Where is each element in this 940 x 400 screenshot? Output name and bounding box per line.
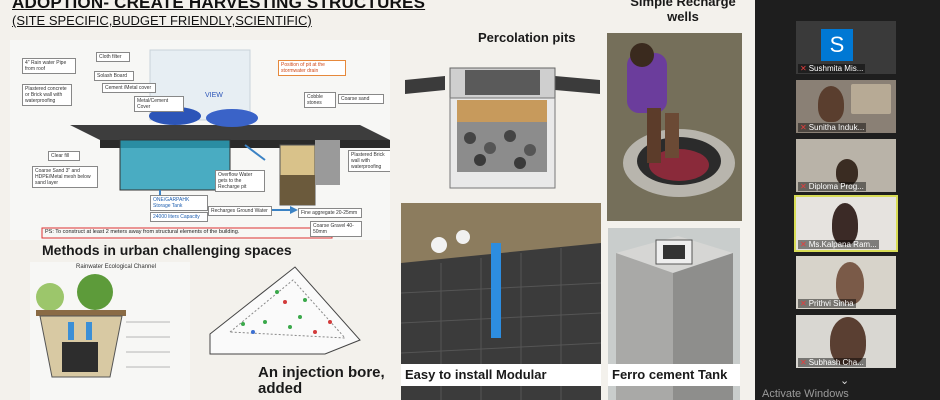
injection-bore-heading: An injection bore, added [258, 365, 385, 397]
participant-video [836, 262, 864, 304]
percolation-pits-heading: Percolation pits [478, 30, 576, 45]
participant-name: ✕Diploma Prog... [798, 182, 866, 191]
recharge-wells-line2: wells [667, 9, 699, 24]
note-pit-position: Position of pit at the stormwater drain [278, 60, 346, 76]
participant-tile-0[interactable]: S ✕Sushmita Mis... [796, 21, 896, 74]
injection-bore-line1: An injection bore, [258, 364, 385, 381]
note-clear-fill: Clear fill [48, 151, 80, 161]
presentation-slide: ADOPTION- CREATE HARVESTING STRUCTURES (… [0, 0, 755, 400]
note-fine-aggregate: Fine aggregate 20-25mm [298, 208, 362, 218]
participant-name: ✕Sushmita Mis... [798, 64, 866, 73]
muted-mic-icon: ✕ [800, 240, 807, 249]
note-coarse-sand-mesh: Coarse Sand 3" and HDPE/Metal mesh below… [32, 166, 98, 188]
participant-tile-5[interactable]: ✕Subhash Cha... [796, 315, 896, 368]
view-label: VIEW [205, 92, 223, 99]
muted-mic-icon: ✕ [800, 64, 807, 73]
note-coarse-sand: Coarse sand [338, 94, 384, 104]
recharge-wells-heading: Simple Recharge wells [617, 0, 749, 24]
muted-mic-icon: ✕ [800, 358, 807, 367]
injection-bore-line2: added [258, 380, 303, 397]
participant-name-text: Sunitha Induk... [808, 123, 865, 132]
ecological-channel-drawing [36, 274, 170, 378]
muted-mic-icon: ✕ [800, 123, 807, 132]
harvesting-diagram: VIEW PS: To construct at least 2 meters … [10, 40, 390, 240]
recharge-wells-line1: Simple Recharge [630, 0, 736, 9]
participant-video-bg [851, 84, 891, 114]
activate-windows-watermark: Activate Windows [762, 388, 849, 400]
note-solash-board: Solash Board [94, 71, 134, 81]
participant-name-text: Prithvi Sinha [808, 299, 854, 308]
note-cement-cover: Cement /Metal cover [102, 83, 156, 93]
participant-video [830, 317, 866, 365]
note-cobble-stones: Cobble stones [304, 92, 336, 108]
ps-note: PS: To construct at least 2 meters away … [45, 229, 240, 235]
ecological-channel-title: Rainwater Ecological Channel [76, 264, 157, 270]
participant-video [818, 86, 844, 122]
note-metal-cover: Metal/Cement Cover [134, 96, 184, 112]
ferro-caption-bg [608, 364, 740, 386]
chevron-down-icon[interactable]: ⌄ [840, 375, 850, 387]
participant-name: ✕Subhash Cha... [798, 358, 866, 367]
recharge-well-photo [607, 33, 742, 221]
slide-title: ADOPTION- CREATE HARVESTING STRUCTURES [12, 0, 426, 12]
participant-avatar: S [821, 29, 853, 61]
modular-heading: Easy to install Modular [405, 367, 547, 382]
slide-subtitle: (SITE SPECIFIC,BUDGET FRIENDLY,SCIENTIFI… [12, 13, 312, 28]
note-recharge-ground: Recharges Ground Water [208, 206, 272, 216]
note-storage-tank: ONE/GARPAHK Storage Tank [150, 195, 208, 211]
participant-tile-2[interactable]: ✕Diploma Prog... [796, 139, 896, 192]
participant-tile-4[interactable]: ✕Prithvi Sinha [796, 256, 896, 309]
note-overflow: Overflow Water gets to the Recharge pit [215, 170, 265, 192]
participant-video [832, 203, 858, 245]
muted-mic-icon: ✕ [800, 182, 807, 191]
participant-name: ✕Prithvi Sinha [798, 299, 856, 308]
recharge-well-photo-drawing [607, 33, 742, 221]
muted-mic-icon: ✕ [800, 299, 807, 308]
note-capacity: 24000 liters Capacity [150, 212, 208, 222]
note-coarse-gravel: Coarse Gravel 40-50mm [310, 221, 362, 237]
participant-name: ✕Ms.Kalpana Ram... [798, 240, 879, 249]
site-layout-drawing [209, 266, 361, 355]
urban-methods-heading: Methods in urban challenging spaces [42, 242, 292, 258]
site-layout-diagram [205, 262, 375, 360]
participant-name-text: Subhash Cha... [808, 358, 864, 367]
note-plastered-wall: Plastered concrete or Brick wall with wa… [22, 84, 72, 106]
note-brick-wall: Plastered Brick wall with waterproofing [348, 150, 390, 172]
note-rain-pipe: 4" Rain water Pipe from roof [22, 58, 76, 74]
percolation-pit-drawing [405, 67, 600, 189]
ecological-channel-diagram: Rainwater Ecological Channel [30, 262, 190, 400]
participant-name-text: Diploma Prog... [808, 182, 864, 191]
participant-tile-3[interactable]: ✕Ms.Kalpana Ram... [794, 195, 898, 252]
percolation-pit-diagram [405, 48, 605, 198]
modular-caption-bg [401, 364, 601, 386]
participant-name-text: Ms.Kalpana Ram... [808, 240, 877, 249]
ferro-tank-heading: Ferro cement Tank [612, 367, 728, 382]
note-cloth-filter: Cloth filter [96, 52, 130, 62]
participant-name: ✕Sunitha Induk... [798, 123, 867, 132]
participant-tile-1[interactable]: ✕Sunitha Induk... [796, 80, 896, 133]
participant-video [836, 159, 858, 185]
participant-name-text: Sushmita Mis... [808, 64, 864, 73]
